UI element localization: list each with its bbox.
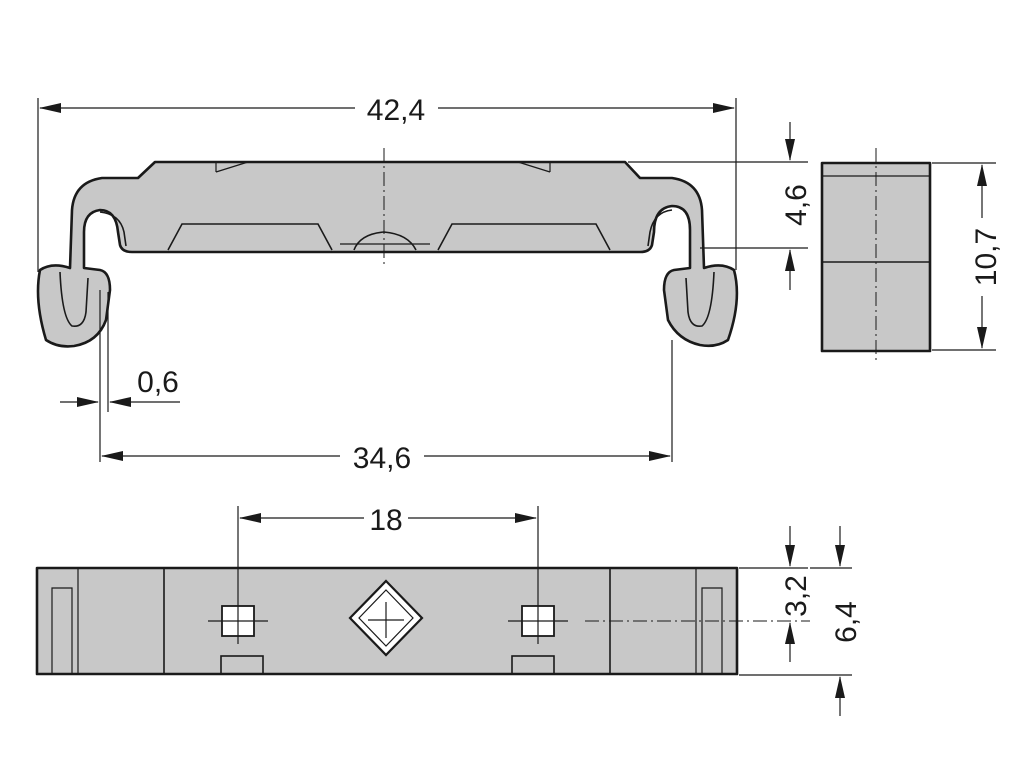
bottom-right-slot [695, 568, 723, 674]
bottom-tab-left [220, 655, 264, 675]
front-view [36, 148, 739, 348]
bottom-view [35, 566, 810, 676]
top-notch-left [215, 161, 249, 173]
square-hole-left [208, 598, 268, 644]
label-center-offset: 3,2 [780, 575, 813, 617]
dim-inner-length: 34,6 [101, 340, 673, 475]
bottom-tab-right [511, 655, 555, 675]
dim-center-offset: 3,2 [739, 526, 813, 662]
side-view [820, 148, 932, 362]
label-base-width: 6,4 [830, 601, 863, 643]
dim-base-width: 6,4 [739, 526, 863, 716]
right-hook-slot [647, 209, 673, 247]
right-hook-inner [685, 271, 715, 328]
label-hook-thickness: 0,6 [137, 366, 179, 399]
right-recess [437, 223, 611, 251]
bottom-left-slot [51, 568, 79, 674]
left-hook-slot [99, 211, 127, 247]
left-hook-inner [59, 271, 89, 328]
label-hole-spacing: 18 [369, 504, 402, 537]
left-recess [167, 223, 333, 251]
label-top-height: 4,6 [780, 184, 813, 226]
dim-side-height: 10,7 [932, 162, 1003, 351]
center-diamond-hole [348, 579, 424, 657]
label-overall-length: 42,4 [367, 94, 425, 127]
top-notch-right [517, 161, 551, 173]
square-hole-right [508, 598, 568, 644]
dim-hole-spacing: 18 [237, 504, 539, 598]
front-view-body [36, 160, 739, 348]
dim-overall-length: 42,4 [37, 90, 737, 272]
dim-top-height: 4,6 [628, 122, 813, 290]
label-side-height: 10,7 [970, 228, 1003, 286]
dim-hook-thickness: 0,6 [60, 290, 180, 462]
label-inner-length: 34,6 [353, 442, 411, 475]
